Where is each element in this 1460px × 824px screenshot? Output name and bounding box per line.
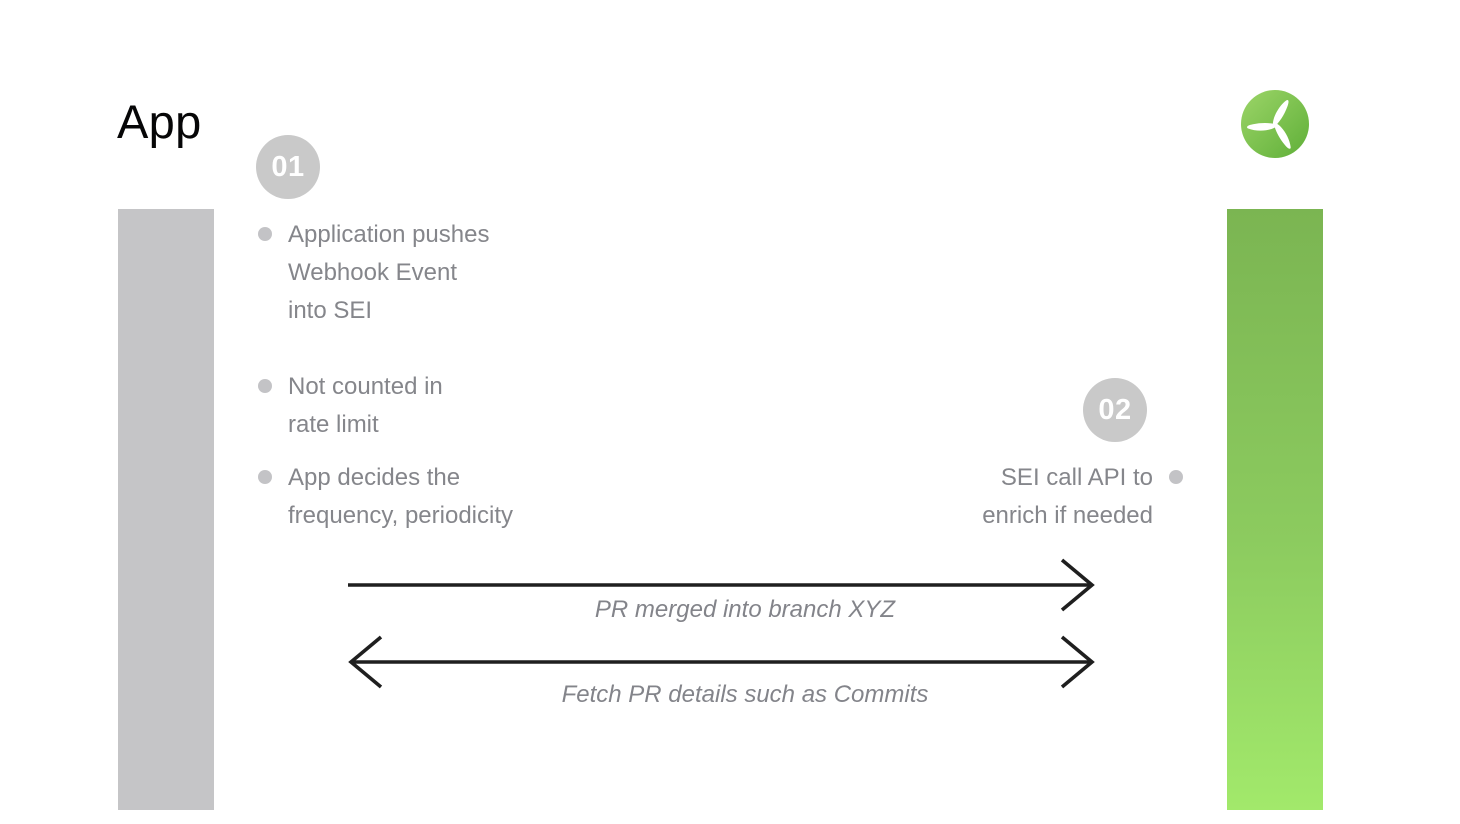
list-item: Not counted in rate limit xyxy=(258,368,443,444)
bullet-text: App decides the frequency, periodicity xyxy=(288,464,513,529)
sei-lane-bar xyxy=(1227,209,1323,810)
step-02-badge: 02 xyxy=(1083,378,1147,442)
list-item: SEI call API to enrich if needed xyxy=(982,459,1183,535)
bidirectional-arrow-icon xyxy=(348,635,1095,689)
reverse-arrow-label: Fetch PR details such as Commits xyxy=(561,681,929,708)
bullet-text: Application pushes Webhook Event into SE… xyxy=(288,221,490,324)
bullet-text: SEI call API to enrich if needed xyxy=(982,464,1153,529)
forward-arrow-label: PR merged into branch XYZ xyxy=(594,596,896,623)
bullet-dot-icon xyxy=(1169,470,1183,484)
bullet-dot-icon xyxy=(258,227,272,241)
step-01-badge: 01 xyxy=(256,135,320,199)
list-item: App decides the frequency, periodicity xyxy=(258,459,513,535)
bullet-text: Not counted in rate limit xyxy=(288,373,443,438)
app-lane-bar xyxy=(118,209,214,810)
propeller-logo-icon xyxy=(1241,90,1309,158)
bullet-dot-icon xyxy=(258,470,272,484)
page-title: App xyxy=(117,95,202,148)
step-01-number: 01 xyxy=(271,150,305,183)
list-item: Application pushes Webhook Event into SE… xyxy=(258,216,489,330)
step-02-number: 02 xyxy=(1098,393,1132,426)
bullet-dot-icon xyxy=(258,379,272,393)
forward-arrow-icon xyxy=(348,558,1095,612)
